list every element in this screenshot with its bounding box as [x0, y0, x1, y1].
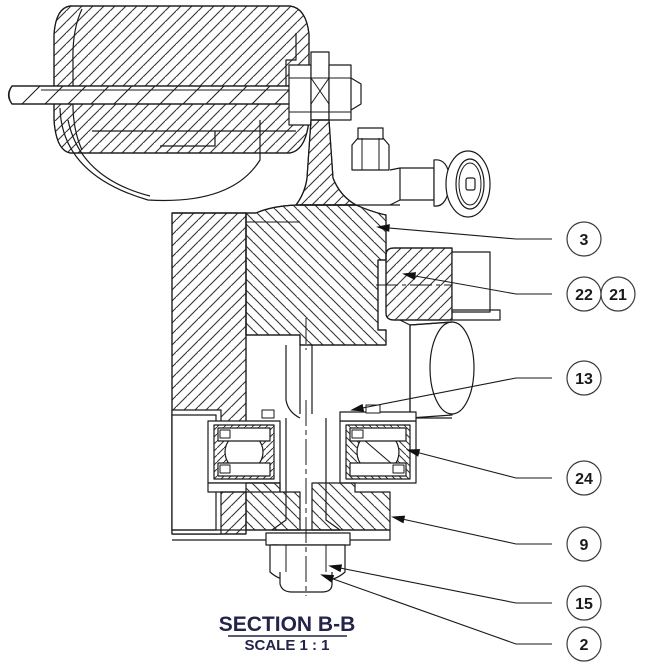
balloon-24-leader — [407, 449, 552, 479]
side-knob — [300, 150, 491, 218]
balloon-13-arrowhead — [350, 403, 365, 412]
top-handle-body — [53, 5, 310, 202]
balloon-2-leader — [321, 574, 552, 645]
left-bearing — [207, 420, 281, 493]
threaded-rod — [7, 85, 351, 105]
balloon-2[interactable]: 2 — [566, 626, 602, 662]
balloon-15-leader — [329, 565, 552, 604]
balloon-22-leader — [403, 273, 552, 295]
title-block: SECTION B-B SCALE 1 : 1 — [219, 613, 356, 654]
balloon-13-label: 13 — [575, 371, 593, 388]
scale-label: SCALE 1 : 1 — [244, 637, 329, 654]
balloon-9-label: 9 — [580, 537, 589, 554]
balloon-2-label: 2 — [580, 637, 589, 654]
balloon-3-leader — [377, 226, 552, 240]
right-clamp-block — [376, 247, 501, 321]
balloon-13[interactable]: 13 — [566, 360, 602, 396]
balloon-callouts: 3 22 21 13 24 9 15 2 — [566, 221, 636, 662]
balloon-21[interactable]: 21 — [600, 276, 636, 312]
balloon-13-circle[interactable] — [566, 360, 602, 396]
rod-hex-nuts — [288, 51, 362, 126]
balloon-3-label: 3 — [580, 232, 589, 249]
balloon-15-label: 15 — [575, 596, 593, 613]
balloon-2-arrowhead — [320, 574, 335, 583]
balloon-22[interactable]: 22 — [566, 276, 602, 312]
balloon-22-arrowhead — [402, 272, 417, 280]
central-yoke — [245, 204, 387, 419]
balloon-21-label: 21 — [609, 287, 627, 304]
right-bearing — [339, 404, 417, 484]
balloon-9-leader — [392, 516, 552, 545]
balloon-15-arrowhead — [328, 564, 343, 573]
balloon-3[interactable]: 3 — [566, 221, 602, 257]
balloon-9-circle[interactable] — [566, 526, 602, 562]
balloon-15[interactable]: 15 — [566, 585, 602, 621]
balloon-3-circle[interactable] — [566, 221, 602, 257]
balloon-22-label: 22 — [575, 287, 593, 304]
small-hex-nut — [351, 127, 390, 171]
balloon-21-circle[interactable] — [600, 276, 636, 312]
balloon-24-arrowhead — [406, 449, 421, 457]
balloon-3-arrowhead — [376, 224, 390, 232]
balloon-13-leader — [351, 377, 552, 411]
balloon-9[interactable]: 9 — [566, 526, 602, 562]
key-detail — [261, 409, 275, 419]
leader-lines — [320, 224, 552, 645]
balloon-9-arrowhead — [391, 515, 406, 524]
balloon-24-circle[interactable] — [566, 460, 602, 496]
lower-body-block — [172, 418, 391, 546]
section-title: SECTION B-B — [219, 613, 356, 636]
balloon-24-label: 24 — [575, 471, 593, 488]
balloon-24[interactable]: 24 — [566, 460, 602, 496]
balloon-2-circle[interactable] — [566, 626, 602, 662]
right-cylinder-boss — [399, 319, 475, 424]
balloon-15-circle[interactable] — [566, 585, 602, 621]
